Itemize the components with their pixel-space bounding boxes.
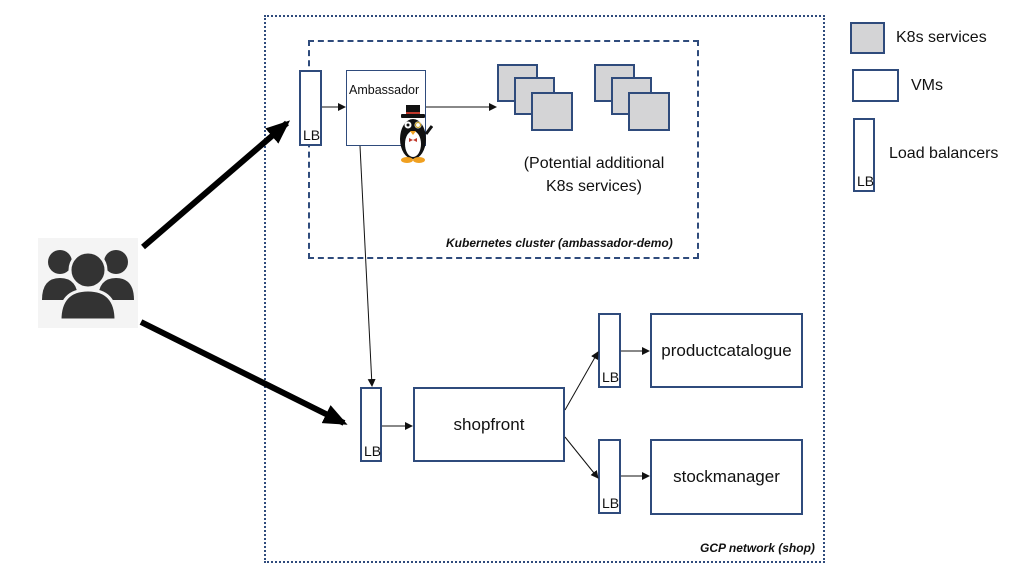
potential-line-2: K8s services)	[545, 178, 643, 195]
ambassador-label: Ambassador	[349, 83, 420, 97]
potential-line-1: (Potential additional	[523, 155, 665, 172]
stockmanager-label: stockmanager	[673, 467, 780, 486]
lb-label: LB	[602, 495, 620, 511]
ambassador-mascot-icon	[400, 105, 433, 163]
productcatalogue-load-balancer[interactable]: LB	[598, 313, 621, 388]
users-group-icon	[38, 238, 138, 328]
legend-lb-label: Load balancers	[889, 145, 999, 162]
legend-k8s-swatch	[850, 22, 885, 54]
shopfront-to-productcatalogue-arrow	[564, 351, 599, 411]
lb-label: LB	[303, 127, 321, 143]
k8s-service-box	[531, 92, 573, 131]
ambassador-load-balancer[interactable]: LB	[299, 70, 322, 146]
stockmanager-node[interactable]: stockmanager	[650, 439, 803, 515]
gcp-network-label: GCP network (shop)	[700, 541, 815, 555]
user-traffic-arrow-ambassador	[141, 120, 291, 250]
k8s-service-box	[628, 92, 670, 131]
legend-vm-label: VMs	[911, 77, 943, 94]
ambassador-to-shopfront-arrow	[359, 145, 376, 387]
productcatalogue-label: productcatalogue	[661, 340, 792, 360]
potential-services-label: (Potential additional K8s services)	[506, 152, 682, 198]
kubernetes-cluster-boundary	[308, 40, 699, 259]
legend-vm-swatch	[852, 69, 899, 102]
kubernetes-cluster-label: Kubernetes cluster (ambassador-demo)	[446, 236, 673, 250]
productcatalogue-node[interactable]: productcatalogue	[650, 313, 803, 388]
shopfront-to-stockmanager-arrow	[564, 436, 599, 479]
shopfront-node[interactable]: shopfront	[413, 387, 565, 462]
stockmanager-load-balancer[interactable]: LB	[598, 439, 621, 514]
shopfront-load-balancer[interactable]: LB	[360, 387, 382, 462]
legend-k8s-label: K8s services	[896, 29, 987, 46]
legend-lb-swatch: LB	[853, 118, 875, 192]
gcp-network-boundary	[264, 15, 825, 563]
lb-label: LB	[857, 173, 875, 189]
shopfront-label: shopfront	[453, 414, 525, 434]
lb-label: LB	[364, 443, 382, 459]
user-traffic-arrow-shopfront	[139, 319, 348, 426]
lb-label: LB	[602, 369, 620, 385]
